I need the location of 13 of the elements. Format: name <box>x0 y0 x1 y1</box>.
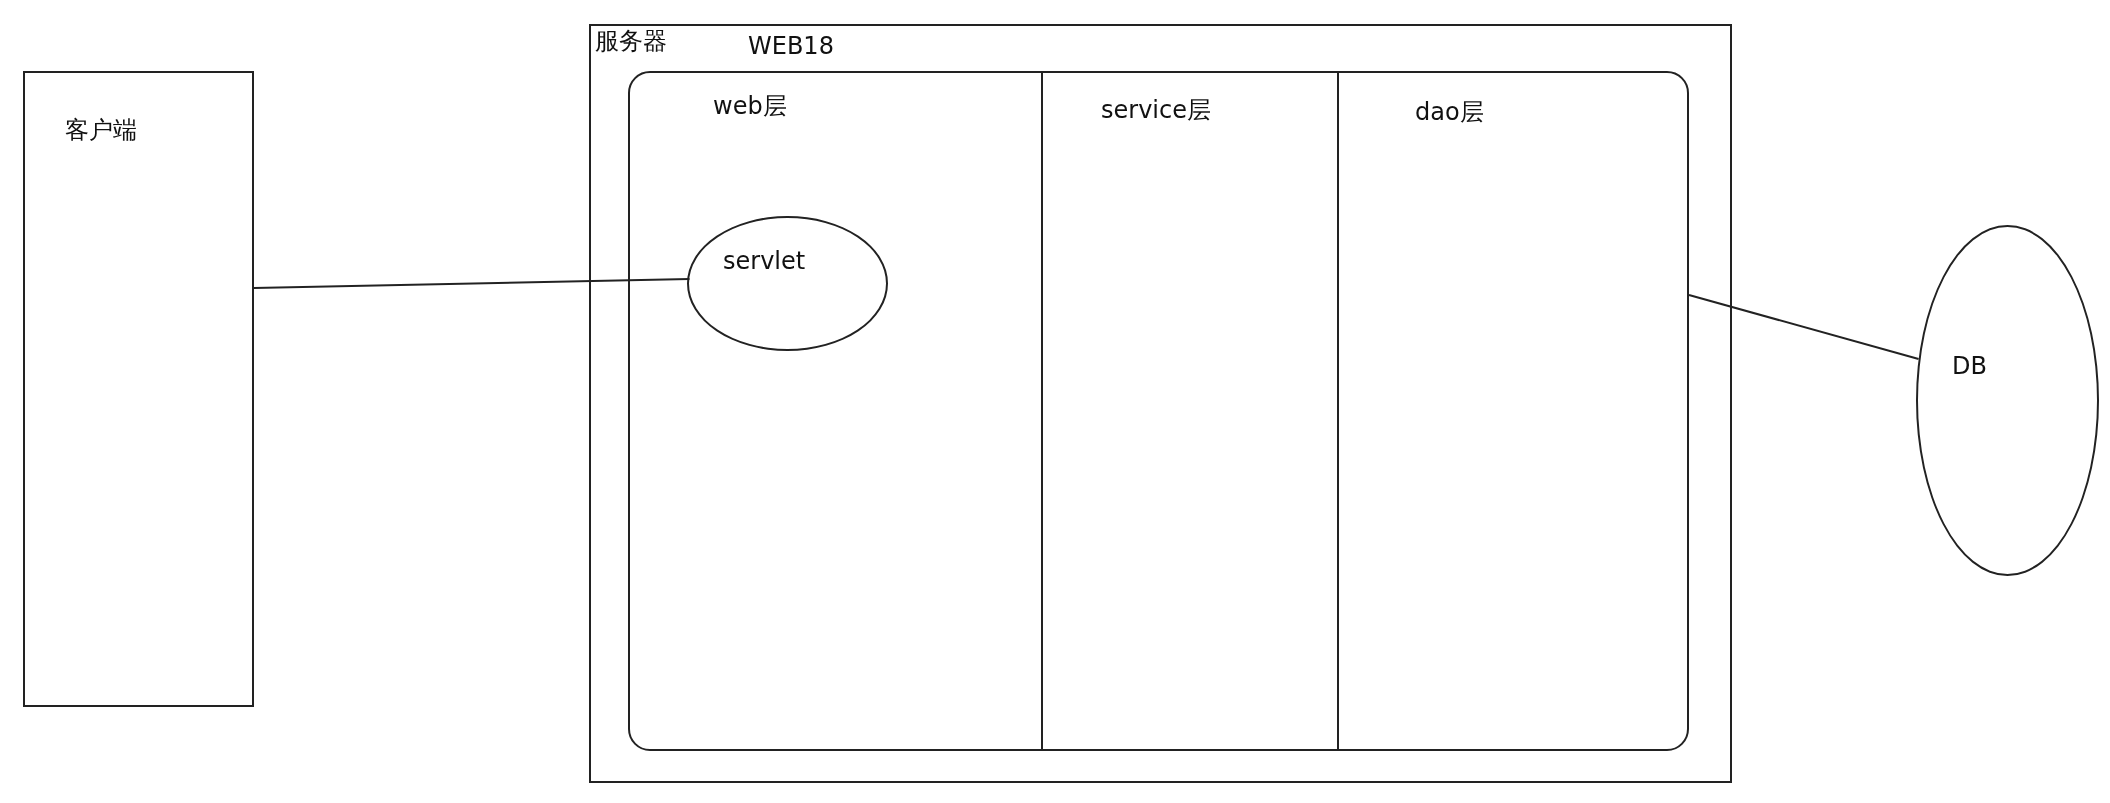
node-label: 客户端 <box>65 117 137 144</box>
node-label: service层 <box>1101 97 1211 124</box>
connector-line <box>1688 294 1920 360</box>
ellipse <box>1916 225 2099 576</box>
container-box <box>23 71 254 707</box>
node-label: web层 <box>713 93 787 120</box>
node-label: servlet <box>723 248 806 275</box>
container-box <box>589 24 1732 783</box>
node-label: dao层 <box>1415 99 1484 126</box>
ellipse <box>687 216 888 351</box>
node-label: WEB18 <box>748 33 834 60</box>
node-label: 服务器 <box>595 28 667 55</box>
node-label: DB <box>1952 353 1987 380</box>
